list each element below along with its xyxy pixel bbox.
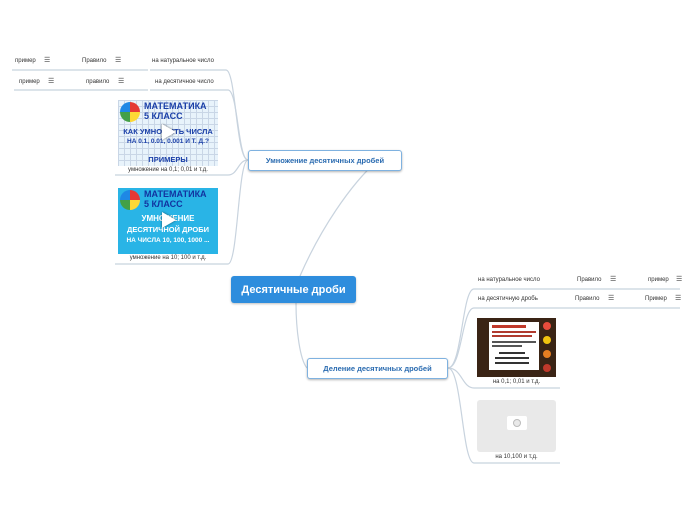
video-thumbnail-multiply-decimal[interactable]: МАТЕМАТИКА 5 КЛАСС КАК УМНОЖИТЬ ЧИСЛА НА… (118, 100, 218, 166)
image-caption: на 10,100 и т.д. (495, 454, 538, 460)
video-thumbnail-multiply-10[interactable]: МАТЕМАТИКА 5 КЛАСС УМНОЖЕНИЕ ДЕСЯТИЧНОЙ … (118, 188, 218, 254)
math-logo-icon (120, 102, 140, 122)
image-caption: умножение на 10; 100 и т.д. (129, 255, 207, 261)
thumb-line: НА ЧИСЛА 10, 100, 1000 ... (126, 237, 210, 244)
play-icon[interactable] (162, 212, 176, 228)
thumb-title: МАТЕМАТИКА (144, 101, 207, 111)
central-topic[interactable]: Десятичные дроби (231, 276, 356, 303)
branch-multiplication[interactable]: Умножение десятичных дробей (248, 150, 402, 171)
thumb-line: ПРИМЕРЫ (148, 155, 188, 164)
math-logo-icon (120, 190, 140, 210)
div-natural-example-topic[interactable]: пример (648, 277, 669, 283)
thumb-subtitle: 5 КЛАСС (144, 111, 183, 121)
mult-decimal-example-topic[interactable]: пример (19, 79, 40, 85)
thumb-line: НА 0.1, 0.01, 0.001 И Т. Д.? (127, 138, 209, 145)
menu-lines-icon[interactable]: ☰ (48, 78, 55, 85)
slide-text-lines (492, 325, 536, 364)
mult-decimal-rule-topic[interactable]: правило (86, 79, 110, 85)
div-decimal-fraction-topic[interactable]: на десятичную дробь (478, 296, 538, 302)
flower-icon (543, 350, 551, 358)
thumb-subtitle: 5 КЛАСС (144, 199, 183, 209)
mult-natural-number-topic[interactable]: на натуральное число (152, 58, 214, 64)
menu-lines-icon[interactable]: ☰ (676, 276, 683, 283)
menu-lines-icon[interactable]: ☰ (675, 295, 682, 302)
flower-icon (543, 322, 551, 330)
menu-lines-icon[interactable]: ☰ (115, 57, 122, 64)
menu-lines-icon[interactable]: ☰ (608, 295, 615, 302)
mult-natural-rule-topic[interactable]: Правило (82, 58, 107, 64)
menu-lines-icon[interactable]: ☰ (44, 57, 51, 64)
mult-natural-example-topic[interactable]: пример (15, 58, 36, 64)
slide-content (489, 322, 539, 370)
image-caption: на 0,1; 0,01 и т.д. (492, 379, 541, 385)
camera-icon (507, 416, 527, 430)
flower-icon (543, 336, 551, 344)
play-icon[interactable] (162, 124, 176, 140)
image-placeholder[interactable] (477, 400, 556, 452)
slide-image-divide-decimal[interactable] (477, 318, 556, 377)
div-natural-number-topic[interactable]: на натуральное число (478, 277, 540, 283)
flower-icon (543, 364, 551, 372)
div-decimal-rule-topic[interactable]: Правило (575, 296, 600, 302)
div-decimal-example-topic[interactable]: Пример (645, 296, 667, 302)
menu-lines-icon[interactable]: ☰ (610, 276, 617, 283)
image-caption: умножение на 0,1; 0,01 и т.д. (128, 167, 208, 173)
menu-lines-icon[interactable]: ☰ (118, 78, 125, 85)
thumb-line: ДЕСЯТИЧНОЙ ДРОБИ (127, 225, 209, 234)
branch-division[interactable]: Деление десятичных дробей (307, 358, 448, 379)
thumb-title: МАТЕМАТИКА (144, 189, 207, 199)
mult-decimal-number-topic[interactable]: на десятичное число (155, 79, 214, 85)
div-natural-rule-topic[interactable]: Правило (577, 277, 602, 283)
